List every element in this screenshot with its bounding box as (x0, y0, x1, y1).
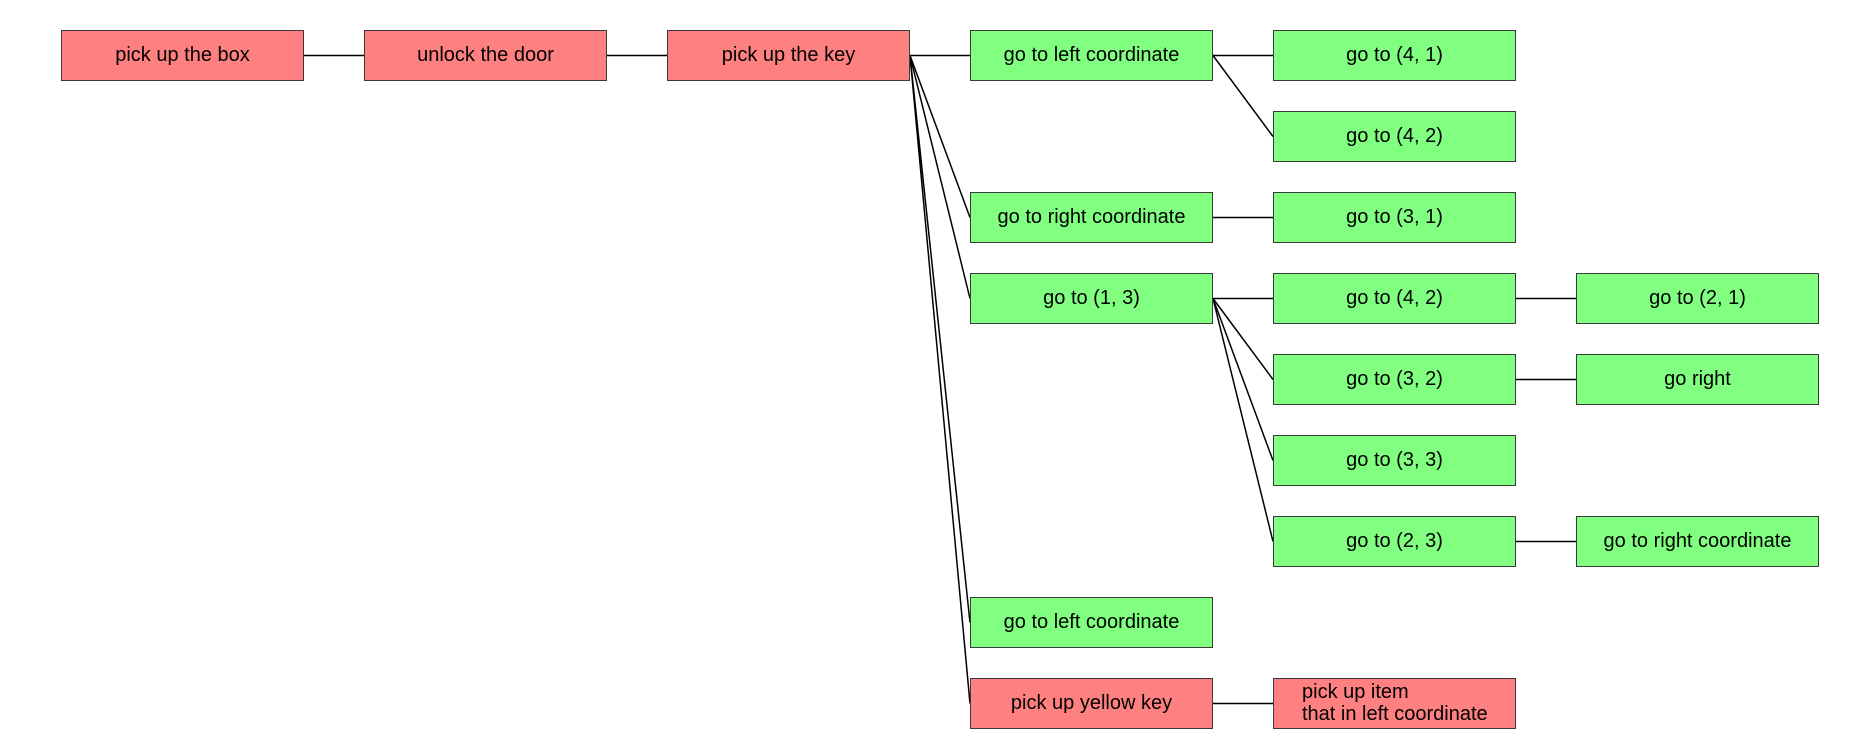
node-go-right: go right (1576, 354, 1819, 405)
node-pick-up-item-in-left-coordinate: pick up item that in left coordinate (1273, 678, 1516, 729)
edge-n3-n18 (909, 55, 971, 704)
edge-n3-n9 (909, 55, 971, 299)
node-pick-up-the-key: pick up the key (667, 30, 910, 81)
node-go-to-3-3: go to (3, 3) (1273, 435, 1516, 486)
edge-n9-n14 (1212, 298, 1274, 461)
node-go-to-left-coordinate-b: go to left coordinate (970, 597, 1213, 648)
edge-n3-n17 (909, 55, 971, 623)
node-go-to-4-2: go to (4, 2) (1273, 111, 1516, 162)
node-go-to-4-2-b: go to (4, 2) (1273, 273, 1516, 324)
edge-n9-n12 (1212, 298, 1274, 380)
node-go-to-4-1: go to (4, 1) (1273, 30, 1516, 81)
node-go-to-2-1: go to (2, 1) (1576, 273, 1819, 324)
edge-n4-n6 (1212, 55, 1274, 137)
node-pick-up-the-box: pick up the box (61, 30, 304, 81)
node-go-to-right-coordinate-b: go to right coordinate (1576, 516, 1819, 567)
edge-n3-n7 (909, 55, 971, 218)
node-go-to-3-1: go to (3, 1) (1273, 192, 1516, 243)
node-go-to-3-2: go to (3, 2) (1273, 354, 1516, 405)
edge-n9-n15 (1212, 298, 1274, 542)
node-go-to-right-coordinate: go to right coordinate (970, 192, 1213, 243)
node-go-to-2-3: go to (2, 3) (1273, 516, 1516, 567)
node-go-to-1-3: go to (1, 3) (970, 273, 1213, 324)
node-go-to-left-coordinate: go to left coordinate (970, 30, 1213, 81)
node-unlock-the-door: unlock the door (364, 30, 607, 81)
node-pick-up-yellow-key: pick up yellow key (970, 678, 1213, 729)
